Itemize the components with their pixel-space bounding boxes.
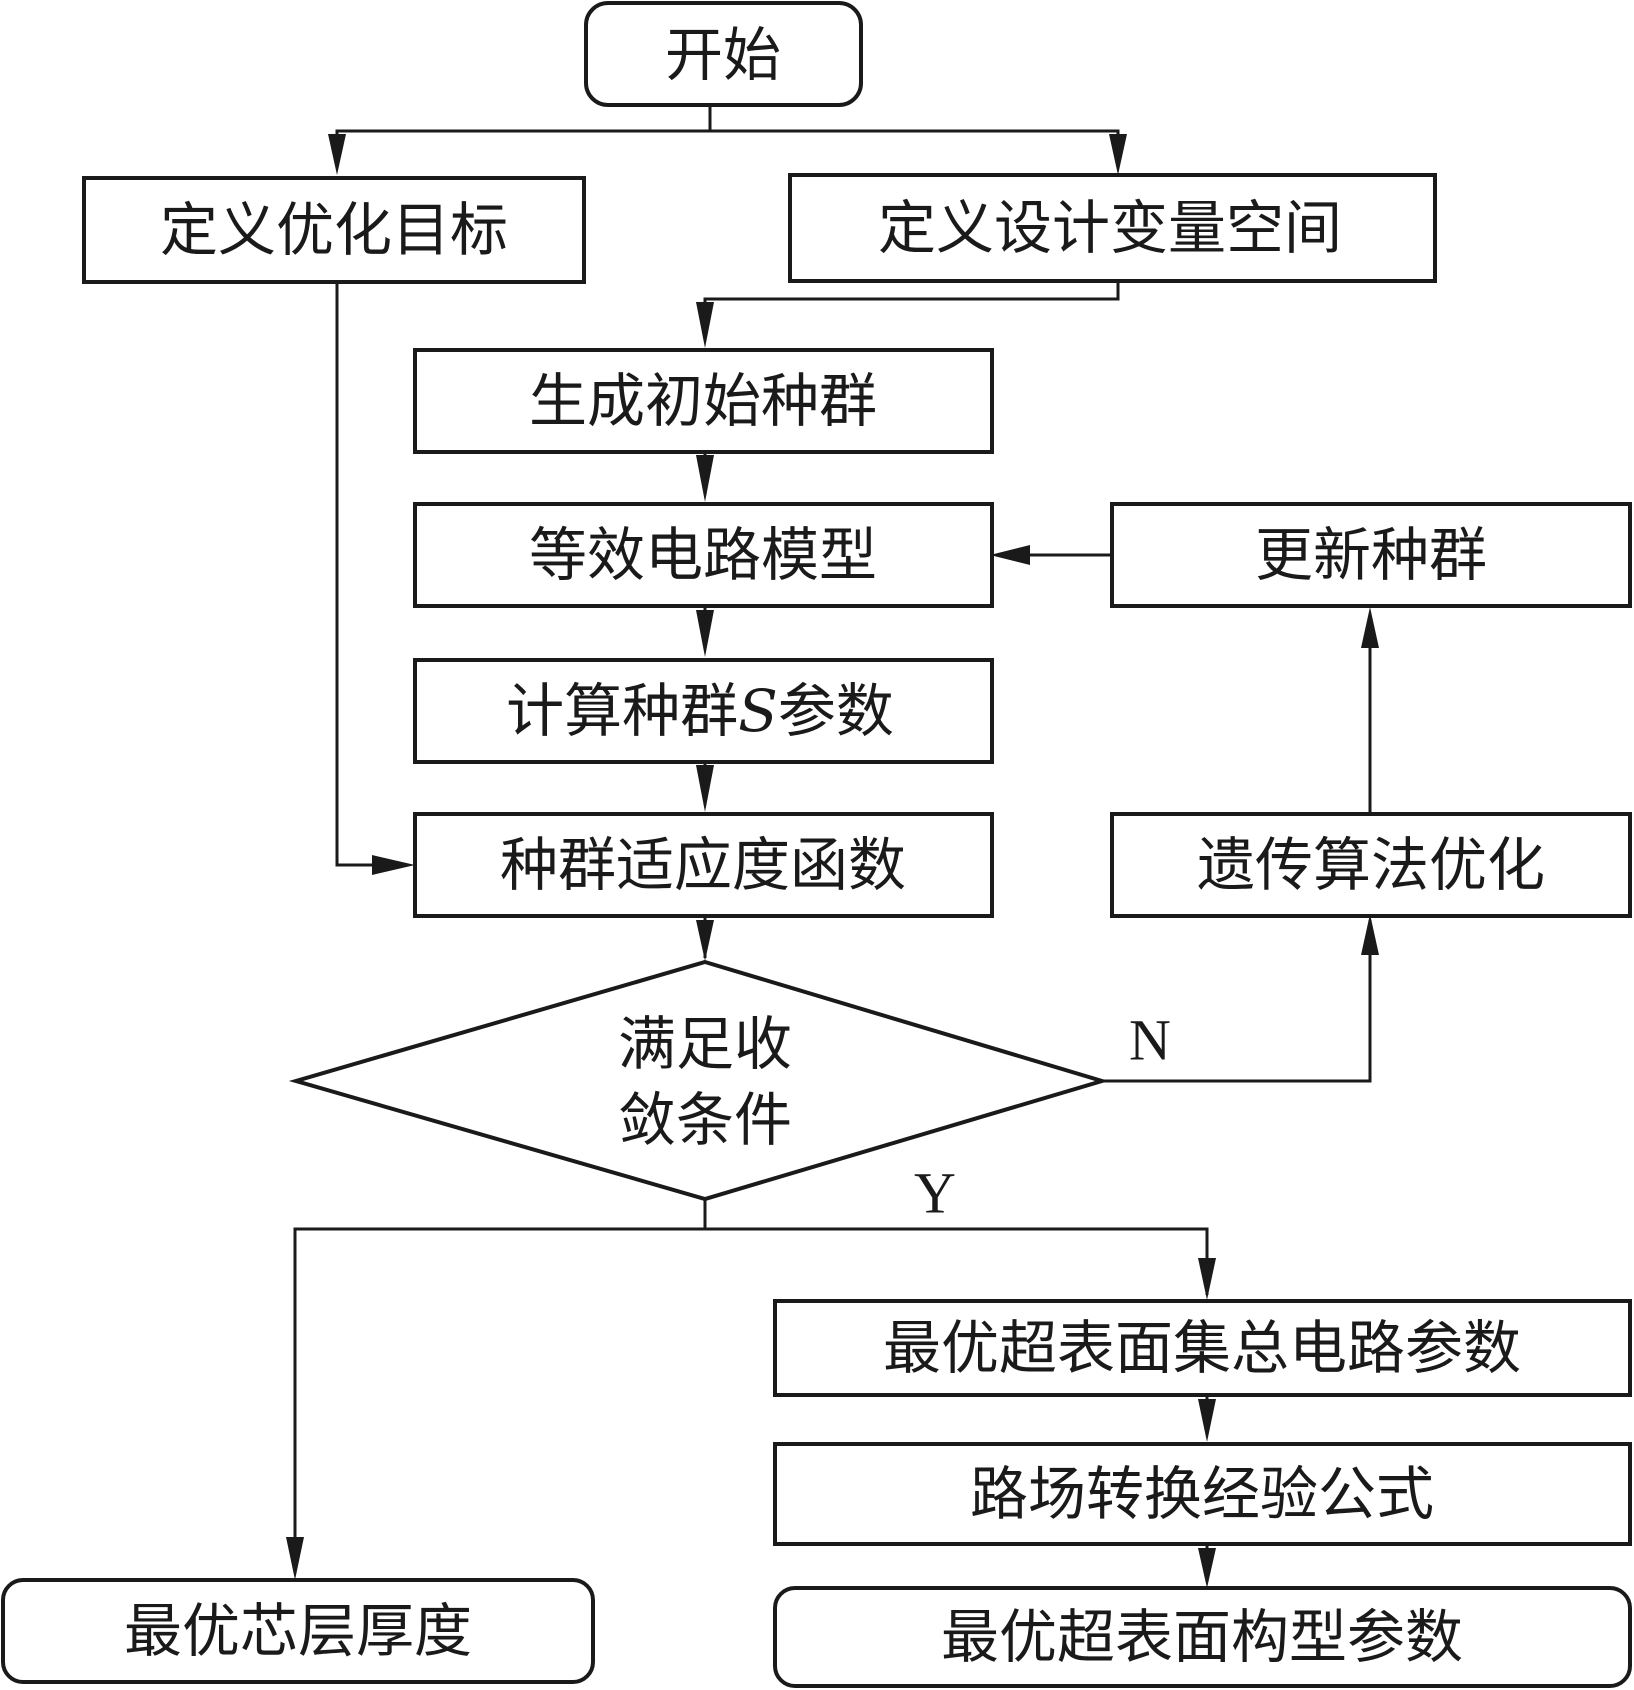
optimal-core-label: 最优芯层厚度 bbox=[124, 1597, 472, 1665]
define-variables-label: 定义设计变量空间 bbox=[878, 194, 1342, 262]
s-symbol: S bbox=[738, 677, 778, 745]
optimal-lumped-node: 最优超表面集总电路参数 bbox=[773, 1299, 1632, 1397]
update-population-label: 更新种群 bbox=[1255, 521, 1487, 589]
init-population-label: 生成初始种群 bbox=[529, 367, 877, 435]
start-node: 开始 bbox=[584, 1, 863, 107]
define-objective-node: 定义优化目标 bbox=[82, 176, 586, 284]
edge-yes-to-core bbox=[293, 1227, 705, 1570]
compute-s-params-node: 计算种群S参数 bbox=[413, 658, 994, 764]
arrowhead bbox=[1198, 1399, 1216, 1442]
decision-label-line2: 敛条件 bbox=[618, 1086, 792, 1154]
edge-objective-to-fitness bbox=[335, 283, 400, 867]
arrowhead bbox=[1198, 1548, 1216, 1588]
edge-decision-no bbox=[1102, 920, 1372, 1083]
circuit-field-formula-label: 路场转换经验公式 bbox=[970, 1460, 1434, 1528]
ga-optimize-label: 遗传算法优化 bbox=[1197, 831, 1545, 899]
arrowhead bbox=[696, 610, 714, 657]
circuit-field-formula-node: 路场转换经验公式 bbox=[773, 1442, 1632, 1546]
connectors bbox=[286, 105, 1379, 1588]
define-objective-label: 定义优化目标 bbox=[160, 196, 508, 264]
compute-s-params-label: 计算种群S参数 bbox=[506, 677, 894, 745]
edge-yes-to-lumped bbox=[705, 1227, 1209, 1295]
arrowhead bbox=[696, 302, 714, 348]
arrowhead bbox=[328, 134, 346, 175]
decision-node: 满足收 敛条件 bbox=[288, 959, 1109, 1202]
fitness-label: 种群适应度函数 bbox=[500, 831, 906, 899]
arrowhead bbox=[1198, 1258, 1216, 1300]
edge-start-to-objective bbox=[335, 129, 710, 158]
update-population-node: 更新种群 bbox=[1110, 502, 1632, 608]
circuit-model-node: 等效电路模型 bbox=[413, 502, 994, 608]
fitness-node: 种群适应度函数 bbox=[413, 812, 994, 918]
arrowhead bbox=[372, 855, 415, 875]
no-label: N bbox=[1129, 1008, 1171, 1073]
circuit-model-label: 等效电路模型 bbox=[529, 521, 877, 589]
optimal-structure-label: 最优超表面构型参数 bbox=[941, 1603, 1463, 1671]
arrowhead bbox=[286, 1537, 304, 1580]
decision-label-line1: 满足收 bbox=[618, 1010, 792, 1078]
optimal-lumped-label: 最优超表面集总电路参数 bbox=[883, 1314, 1521, 1382]
arrowhead bbox=[696, 455, 714, 502]
arrowhead bbox=[990, 545, 1030, 565]
optimal-core-node: 最优芯层厚度 bbox=[1, 1578, 595, 1684]
start-label: 开始 bbox=[665, 21, 781, 89]
arrowhead bbox=[1109, 134, 1127, 175]
edge-variables-to-init bbox=[703, 283, 1120, 330]
arrowhead bbox=[696, 765, 714, 812]
arrowhead bbox=[696, 920, 714, 961]
arrowhead bbox=[1361, 914, 1379, 955]
ga-optimize-node: 遗传算法优化 bbox=[1110, 812, 1632, 918]
yes-label: Y bbox=[914, 1161, 956, 1226]
define-variables-node: 定义设计变量空间 bbox=[788, 173, 1437, 283]
edge-start-to-variables bbox=[710, 129, 1120, 158]
optimal-structure-node: 最优超表面构型参数 bbox=[773, 1586, 1632, 1688]
init-population-node: 生成初始种群 bbox=[413, 348, 994, 454]
compute-s-params-suffix: 参数 bbox=[778, 677, 894, 745]
compute-s-params-prefix: 计算种群 bbox=[506, 677, 738, 745]
arrowhead bbox=[1361, 607, 1379, 648]
